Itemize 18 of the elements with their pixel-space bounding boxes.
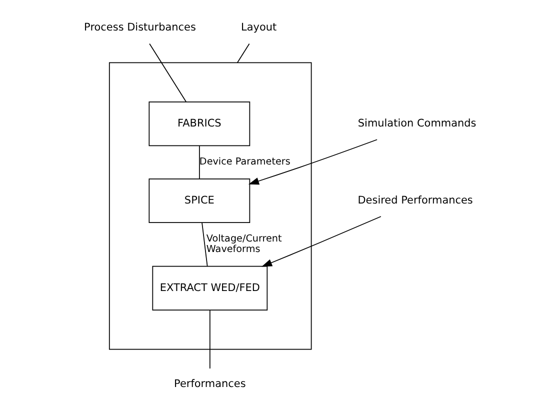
arrow <box>261 216 381 267</box>
edge-label: Device Parameters <box>198 156 290 168</box>
edge-label: Voltage/Current Waveforms <box>206 234 282 256</box>
node-text: Desired Performances <box>357 194 472 206</box>
node-text: Process Disturbances <box>84 21 196 34</box>
cluster <box>108 62 312 350</box>
node-box: FABRICS <box>148 102 250 146</box>
node-text: Simulation Commands <box>357 118 476 130</box>
connector <box>201 222 208 266</box>
node-text: Performances <box>174 378 246 390</box>
connector <box>236 43 250 64</box>
connector <box>148 43 186 102</box>
node-box: SPICE <box>148 178 250 224</box>
connector <box>198 146 200 180</box>
arrow <box>248 139 377 185</box>
node-box: EXTRACT WED/FED <box>152 266 268 310</box>
node-text: Layout <box>240 21 276 34</box>
connector <box>208 310 210 369</box>
